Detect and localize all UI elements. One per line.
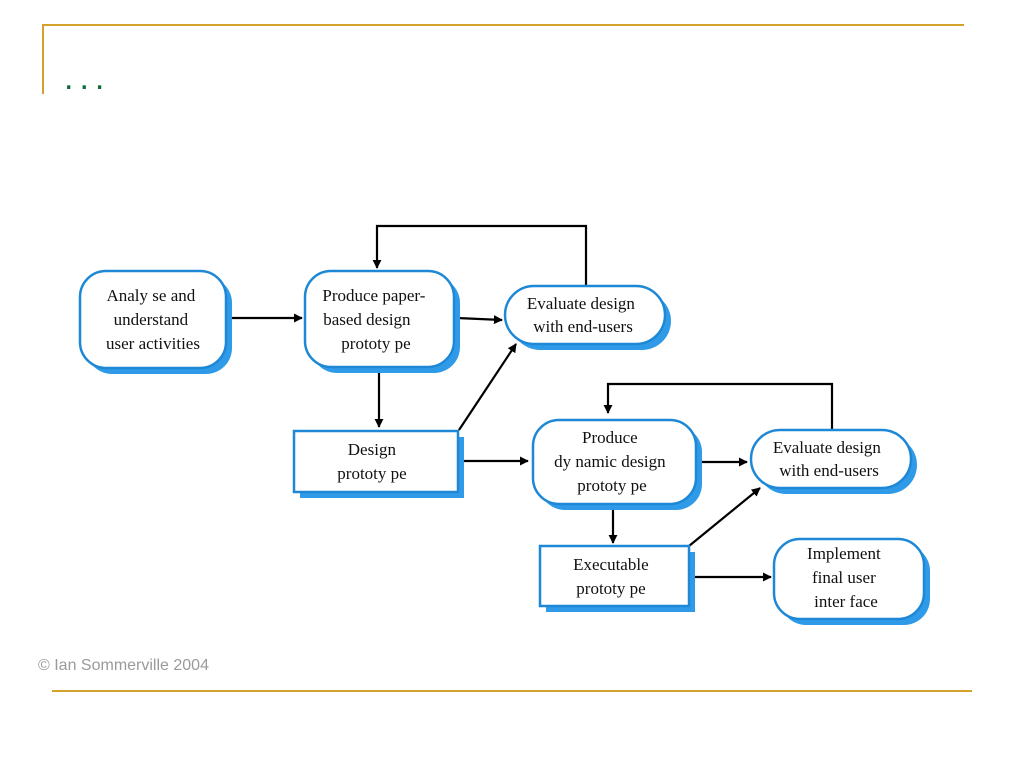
copyright-footer: © Ian Sommerville 2004 xyxy=(38,657,209,674)
node-analyse-user-activities: Analy se and understand user activities xyxy=(78,269,232,374)
svg-text:Evaluate design with end: Evaluate design with end-users xyxy=(527,294,639,336)
svg-text:Executable prototy pe: Executable prototy pe xyxy=(573,555,653,598)
bottom-rule xyxy=(52,690,972,692)
top-rule xyxy=(42,24,964,26)
node-design-line-2: prototy pe xyxy=(337,464,406,483)
node-exec-line-1: Executable xyxy=(573,555,649,574)
node-paper-line-2: based design xyxy=(323,310,411,329)
slide-title: ... xyxy=(64,59,111,97)
node-analyse-line-2: understand xyxy=(114,310,189,329)
svg-text:Design prototy pe: Design prototy pe xyxy=(337,440,406,483)
node-evaluate-design-2: Evaluate design with end-users xyxy=(749,428,917,494)
node-evaluate-design-1: Evaluate design with end-users xyxy=(503,284,671,350)
arrow-paper-to-eval1 xyxy=(456,315,503,325)
node-design-prototype: Design prototy pe xyxy=(292,429,464,498)
node-implement-line-3: inter face xyxy=(814,592,878,611)
node-analyse-line-1: Analy se and xyxy=(106,286,195,305)
arrow-design-to-eval1 xyxy=(458,343,517,431)
node-exec-line-2: prototy pe xyxy=(576,579,645,598)
node-eval2-line-1: Evaluate design xyxy=(773,438,882,457)
loop-eval1-to-paper xyxy=(372,224,588,287)
node-dynamic-line-1: Produce xyxy=(582,428,638,447)
svg-text:Produce paper- based des: Produce paper- based design prototy pe xyxy=(322,286,429,353)
node-eval1-line-1: Evaluate design xyxy=(527,294,636,313)
node-implement-final-ui: Implement final user inter face xyxy=(772,537,930,625)
svg-text:Evaluate design with end: Evaluate design with end-users xyxy=(773,438,885,480)
node-produce-paper-prototype: Produce paper- based design prototy pe xyxy=(303,269,460,373)
node-eval2-line-2: with end-users xyxy=(779,461,879,480)
left-rule xyxy=(42,24,44,94)
node-dynamic-line-2: dy namic design xyxy=(554,452,666,471)
node-executable-prototype: Executable prototy pe xyxy=(538,544,695,612)
node-eval1-line-2: with end-users xyxy=(533,317,633,336)
svg-text:Analy se and understand: Analy se and understand user activities xyxy=(106,286,200,353)
node-design-line-1: Design xyxy=(348,440,397,459)
connectors xyxy=(229,224,834,582)
svg-text:Implement final user: Implement final user inter face xyxy=(807,544,885,611)
node-analyse-line-3: user activities xyxy=(106,334,200,353)
arrow-exec-to-eval2 xyxy=(688,487,761,547)
node-implement-line-1: Implement xyxy=(807,544,881,563)
node-produce-dynamic-prototype: Produce dy namic design prototy pe xyxy=(531,418,702,510)
node-paper-line-3: prototy pe xyxy=(341,334,410,353)
svg-text:Produce dy namic design: Produce dy namic design prototy pe xyxy=(554,428,670,495)
loop-eval2-to-dynamic xyxy=(603,382,834,432)
node-dynamic-line-3: prototy pe xyxy=(577,476,646,495)
node-paper-line-1: Produce paper- xyxy=(322,286,425,305)
node-implement-line-2: final user xyxy=(812,568,876,587)
